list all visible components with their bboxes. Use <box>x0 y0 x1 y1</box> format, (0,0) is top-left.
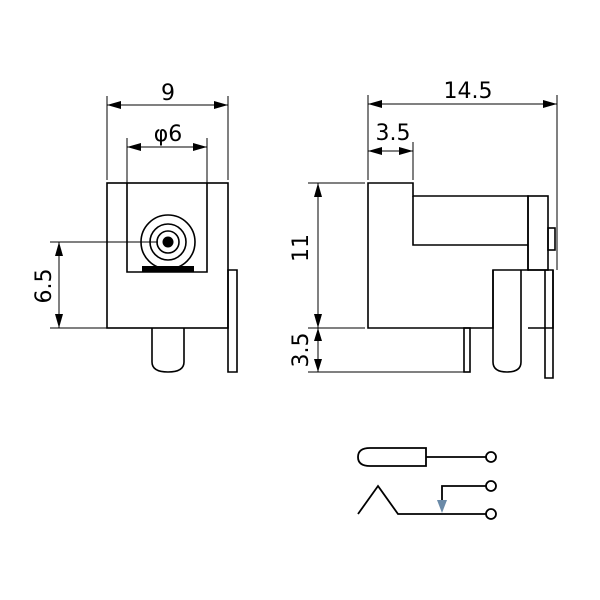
pin-arrow-bottom <box>314 359 322 372</box>
schematic-terminal-2 <box>485 480 497 492</box>
side-body-outline <box>367 182 529 329</box>
side-height-arrow-top <box>314 183 322 197</box>
length-arrow-right <box>543 100 557 108</box>
front-body-outline <box>106 182 229 329</box>
side-right-pin <box>544 270 554 379</box>
offset-dim-label: 3.5 <box>376 121 411 146</box>
schematic-pin <box>357 447 427 467</box>
rear-contact-tab <box>547 227 556 251</box>
front-bottom-pin <box>151 328 185 373</box>
side-view: 14.5 3.5 11 3.5 <box>289 79 558 379</box>
schematic-terminal-1 <box>485 451 497 463</box>
side-left-pin <box>463 327 471 373</box>
pin-arrow-top <box>314 328 322 341</box>
length-arrow-left <box>368 100 382 108</box>
schematic-terminal-3 <box>485 508 497 520</box>
height-arrow-bottom <box>55 314 63 328</box>
schematic-switch-wire <box>441 485 486 500</box>
side-height-dim-label: 11 <box>289 234 314 262</box>
height-arrow-top <box>55 242 63 256</box>
hole-arrow-right <box>193 143 207 151</box>
socket-center-pin <box>162 236 174 248</box>
hole-arrow-left <box>127 143 141 151</box>
side-right-block <box>528 269 554 329</box>
offset-arrow-right <box>399 147 413 155</box>
socket-base <box>142 266 194 272</box>
schematic-sleeve <box>357 484 486 515</box>
front-view: 9 φ6 6.5 <box>32 81 238 373</box>
width-arrow-right <box>214 101 228 109</box>
side-height-arrow-bottom <box>314 314 322 328</box>
offset-arrow-left <box>368 147 382 155</box>
front-side-terminal <box>227 269 238 373</box>
rear-contact <box>527 195 549 271</box>
pin-dim-label: 3.5 <box>289 333 314 368</box>
width-arrow-left <box>107 101 121 109</box>
socket-housing <box>126 183 208 273</box>
side-middle-pin <box>492 270 522 373</box>
front-height-dim-label: 6.5 <box>32 269 57 304</box>
width-dim-label: 9 <box>161 81 175 106</box>
hole-dim-label: φ6 <box>154 122 183 147</box>
schematic-symbol <box>357 447 497 520</box>
length-dim-label: 14.5 <box>444 79 493 104</box>
schematic-switch-arrow <box>437 500 447 513</box>
side-barrel-line <box>412 196 528 246</box>
